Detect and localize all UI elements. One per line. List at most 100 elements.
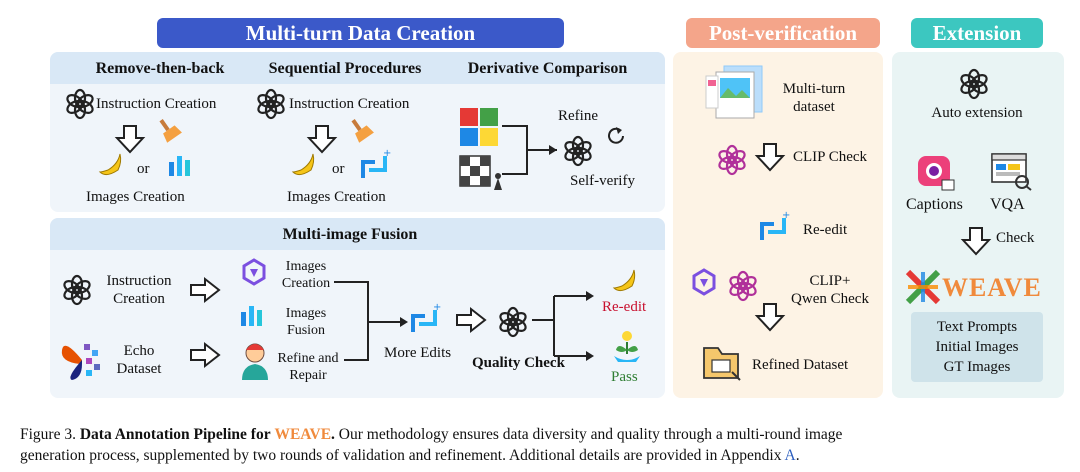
multi-turn-line2: dataset	[793, 99, 835, 115]
extension-banner: Extension	[911, 18, 1043, 48]
caption-end: .	[795, 447, 800, 464]
right-arrow-icon	[190, 278, 220, 302]
caption-weave: WEAVE	[274, 426, 332, 443]
down-arrow-icon	[756, 143, 784, 171]
clip-qwen-line2: Qwen Check	[791, 291, 869, 307]
down-arrow-icon	[756, 303, 784, 331]
weave-logo-icon	[905, 269, 941, 305]
qwen-icon	[242, 258, 266, 286]
gpt-icon	[64, 88, 96, 120]
banana-icon	[292, 153, 315, 176]
echo-line2: Dataset	[116, 361, 162, 377]
clip-qwen-label: CLIP+ Qwen Check	[780, 272, 880, 308]
broom-icon	[159, 119, 182, 143]
remove-instruction-label: Instruction Creation	[96, 96, 217, 112]
post-verification-banner: Post-verification	[686, 18, 880, 48]
quality-check-label: Quality Check	[472, 355, 565, 371]
images-fusion-label: Images Fusion	[274, 305, 338, 339]
multi-turn-dataset-label: Multi-turn dataset	[776, 80, 852, 116]
more-edits-label: More Edits	[384, 345, 452, 361]
images-creation-line1: Images	[285, 259, 327, 274]
folder-icon	[703, 347, 741, 381]
fusion-bracket-connector	[334, 281, 408, 361]
puzzle-icon	[460, 108, 498, 146]
bars-icon	[241, 306, 262, 326]
captions-label: Captions	[906, 196, 963, 213]
right-arrow-icon	[456, 308, 486, 332]
caption-bold-title: Data Annotation Pipeline for	[79, 426, 271, 443]
quality-branch-connector	[532, 291, 594, 361]
check-label: Check	[996, 230, 1035, 246]
gpt-icon	[958, 68, 990, 100]
output-initial-images: Initial Images	[935, 339, 1019, 355]
butterfly-icon	[61, 344, 100, 380]
down-arrow-icon	[962, 227, 990, 255]
gpt-icon	[497, 306, 529, 338]
caption-body-2: generation process, supplemented by two …	[20, 447, 785, 464]
vqa-label: VQA	[990, 196, 1025, 213]
remove-images-label: Images Creation	[86, 189, 185, 205]
gpt-purple-icon	[716, 144, 748, 176]
dataset-stack-icon	[705, 65, 763, 119]
appendix-link[interactable]: A	[784, 447, 796, 464]
multi-turn-banner: Multi-turn Data Creation	[157, 18, 564, 48]
clip-check-label: CLIP Check	[793, 149, 868, 165]
refine-repair-line2: Repair	[289, 368, 327, 383]
broom-icon	[351, 119, 374, 143]
edit-icon	[411, 302, 442, 332]
gpt-icon	[562, 135, 594, 167]
banana-icon	[613, 269, 636, 292]
down-arrow-icon	[308, 125, 336, 153]
vqa-window-icon	[991, 153, 1032, 191]
fusion-title: Multi-image Fusion	[282, 226, 418, 243]
derivative-title: Derivative Comparison	[467, 60, 628, 77]
sequential-instruction-label: Instruction Creation	[289, 96, 410, 112]
multi-turn-line1: Multi-turn	[782, 81, 846, 97]
echo-dataset-label: Echo Dataset	[104, 342, 174, 378]
weave-outputs-box	[911, 312, 1043, 382]
images-fusion-line1: Images	[285, 306, 327, 321]
refine-label: Refine	[558, 108, 598, 124]
bars-icon	[169, 156, 190, 176]
pass-label: Pass	[611, 369, 638, 385]
banana-icon	[99, 153, 122, 176]
caption-body-1: Our methodology ensures data diversity a…	[334, 426, 843, 443]
remove-then-back-title: Remove-then-back	[95, 60, 225, 77]
refine-repair-line1: Refine and	[277, 351, 339, 366]
caption-dot: .	[331, 426, 335, 443]
edit-icon	[760, 210, 791, 240]
plant-icon	[614, 331, 640, 362]
fusion-instruction-label: Instruction Creation	[94, 272, 184, 308]
fusion-instruction-line1: Instruction	[106, 273, 172, 289]
fusion-header-strip	[50, 218, 665, 250]
remove-or-label: or	[137, 161, 150, 177]
echo-line1: Echo	[123, 343, 155, 359]
weave-logo-text: WEAVE	[942, 273, 1042, 302]
sequential-images-label: Images Creation	[287, 189, 386, 205]
right-arrow-icon	[190, 343, 220, 367]
fusion-instruction-line2: Creation	[113, 291, 165, 307]
chessboard-icon	[459, 155, 502, 190]
output-gt-images: GT Images	[943, 359, 1011, 375]
refined-dataset-label: Refined Dataset	[752, 357, 849, 373]
qwen-icon	[692, 268, 716, 296]
gpt-purple-icon	[727, 270, 759, 302]
camera-icon	[918, 156, 955, 191]
output-text-prompts: Text Prompts	[936, 319, 1018, 335]
clip-qwen-line1: CLIP+	[809, 273, 851, 289]
down-arrow-icon	[116, 125, 144, 153]
caption-prefix: Figure 3.	[20, 426, 76, 443]
images-fusion-line2: Fusion	[286, 323, 326, 338]
gpt-icon	[255, 88, 287, 120]
self-verify-label: Self-verify	[570, 173, 635, 189]
refine-repair-label: Refine and Repair	[272, 350, 344, 384]
images-creation-line2: Creation	[281, 276, 331, 291]
images-creation-label: Images Creation	[274, 258, 338, 292]
figure-caption: Figure 3. Data Annotation Pipeline for W…	[20, 424, 1065, 466]
post-verification-section	[673, 52, 883, 398]
sequential-or-label: or	[332, 161, 345, 177]
sequential-title: Sequential Procedures	[268, 60, 422, 77]
re-edit-post-label: Re-edit	[803, 222, 848, 238]
section-header-strip	[50, 52, 665, 84]
person-icon	[242, 343, 268, 380]
